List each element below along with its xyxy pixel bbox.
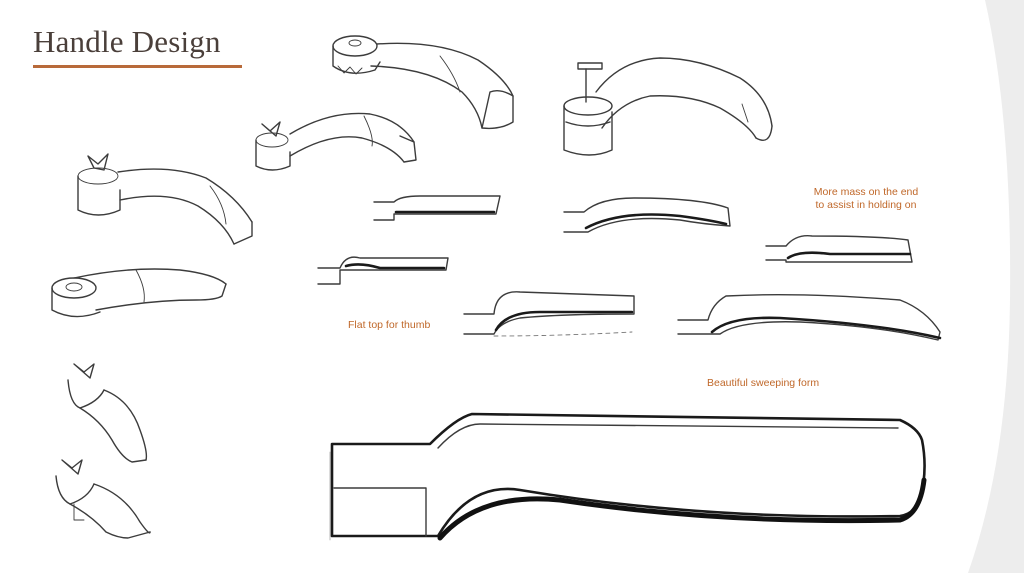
curved-handle-perspective-sketch [332, 35, 514, 130]
annotation-more-mass-line1: More mass on the end [813, 186, 919, 198]
wing-nut-handle-sketch [77, 153, 253, 245]
large-sweeping-handle-profile-sketch [329, 412, 927, 541]
hooked-handle-perspective-sketch [563, 57, 773, 156]
annotation-sweeping-form: Beautiful sweeping form [707, 377, 820, 389]
annotation-more-mass: More mass on the end to assist in holdin… [806, 186, 926, 212]
arched-handle-perspective-sketch [255, 112, 417, 171]
page-title: Handle Design [33, 24, 221, 59]
flat-handle-perspective-sketch [51, 268, 227, 318]
annotation-flat-top: Flat top for thumb [348, 319, 431, 331]
vertical-handle-sketch [55, 363, 151, 539]
annotation-more-mass-line2: to assist in holding on [815, 199, 917, 211]
handle-profile-sketch [317, 195, 942, 341]
title-underline [33, 65, 242, 68]
